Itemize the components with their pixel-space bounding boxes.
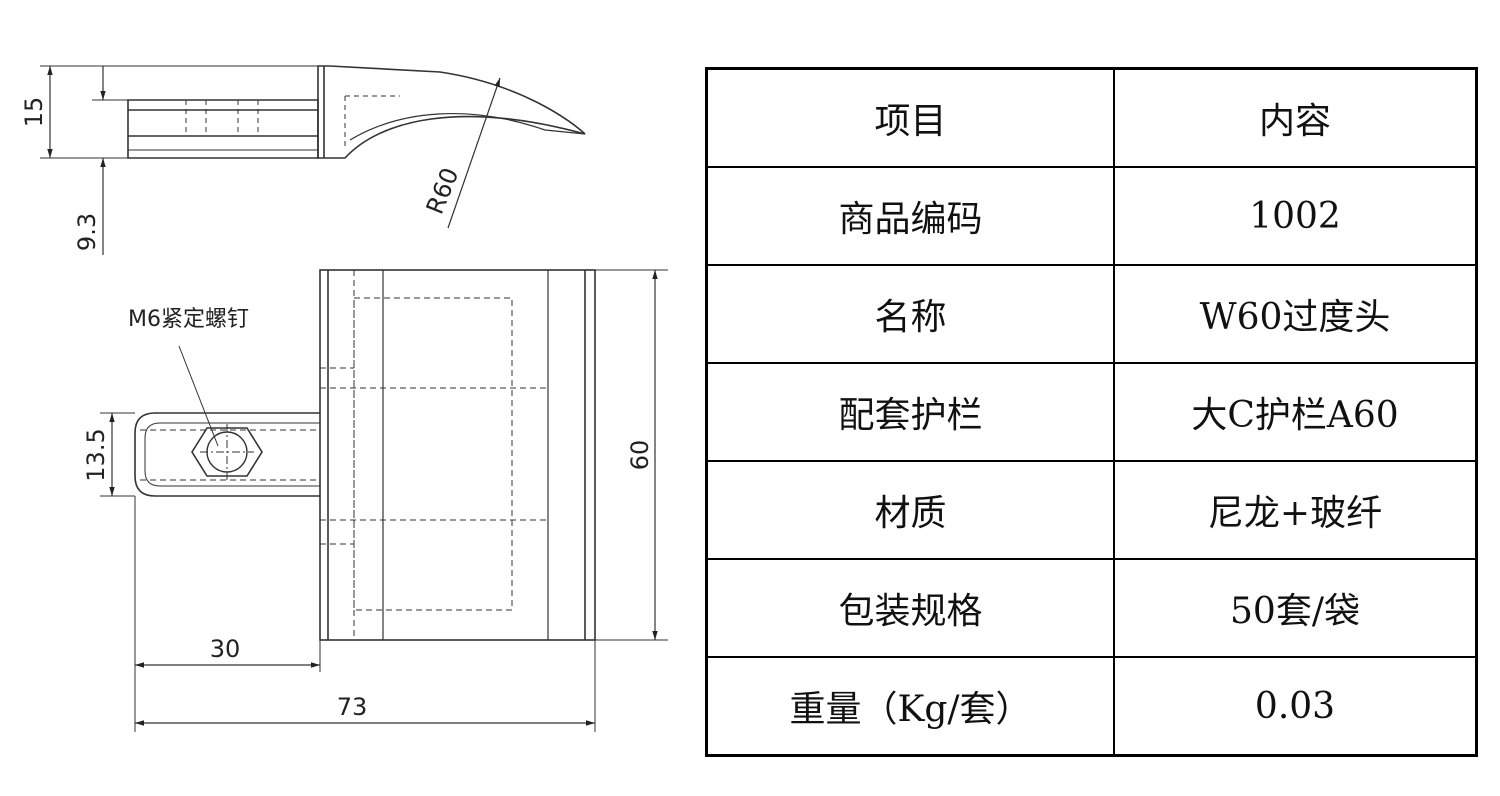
- dim-9-3-label: 9.3: [73, 213, 101, 251]
- row-value: 大C护栏A60: [1113, 362, 1478, 462]
- row-item-label: 商品编码: [705, 166, 1115, 266]
- top-view-dimensions: [100, 269, 668, 732]
- spec-table: 项目 内容 商品编码 1002 名称 W60过度头 配套护栏 大C护栏A60 材…: [705, 67, 1478, 757]
- dim-r60-label: R60: [421, 164, 465, 218]
- table-header-row: 项目 内容: [705, 67, 1478, 168]
- row-value: 50套/袋: [1113, 558, 1478, 658]
- row-value: 1002: [1113, 166, 1478, 266]
- screw-note-label: M6紧定螺钉: [128, 307, 249, 332]
- row-item-label: 名称: [705, 264, 1115, 364]
- dim-13-5-label: 13.5: [82, 428, 110, 481]
- header-item: 项目: [705, 67, 1115, 168]
- row-item-label: 包装规格: [705, 558, 1115, 658]
- row-value: W60过度头: [1113, 264, 1478, 364]
- dim-73-label: 73: [337, 693, 368, 721]
- side-view: [127, 65, 586, 159]
- dim-60-label: 60: [626, 440, 654, 471]
- side-view-dimensions: [40, 65, 501, 255]
- table-row: 配套护栏 大C护栏A60: [705, 362, 1478, 462]
- row-item-label: 重量（Kg/套）: [705, 656, 1115, 757]
- dim-15-label: 15: [20, 97, 48, 128]
- header-content: 内容: [1113, 67, 1478, 168]
- row-value: 0.03: [1113, 656, 1478, 757]
- row-item-label: 材质: [705, 460, 1115, 560]
- table-row: 包装规格 50套/袋: [705, 558, 1478, 658]
- row-value: 尼龙+玻纤: [1113, 460, 1478, 560]
- technical-drawing: 15 9.3 R60: [20, 65, 668, 732]
- table-row: 名称 W60过度头: [705, 264, 1478, 364]
- top-view: [134, 269, 596, 641]
- row-item-label: 配套护栏: [705, 362, 1115, 462]
- table-row: 商品编码 1002: [705, 166, 1478, 266]
- table-row: 重量（Kg/套） 0.03: [705, 656, 1478, 757]
- dim-30-label: 30: [210, 635, 241, 663]
- table-row: 材质 尼龙+玻纤: [705, 460, 1478, 560]
